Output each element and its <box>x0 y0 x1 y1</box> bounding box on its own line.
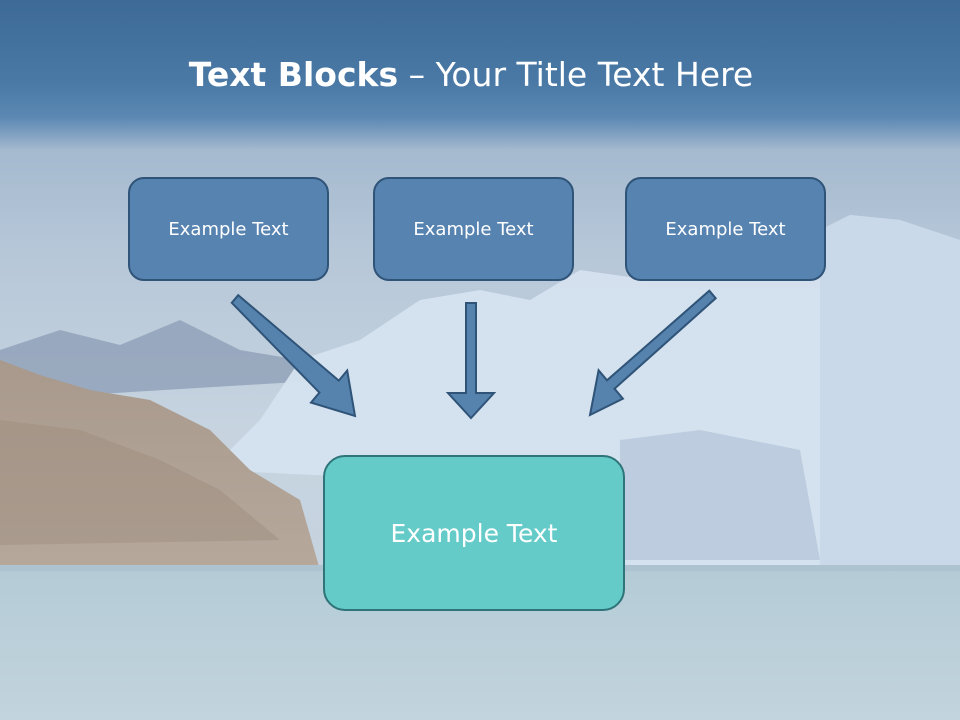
title-band <box>0 0 960 150</box>
title-rest-text: Your Title Text Here <box>435 55 754 94</box>
slide-title: Text Blocks – Your Title Text Here <box>0 52 942 98</box>
title-dash: – <box>398 55 436 94</box>
text-block-left-label: Example Text <box>168 218 289 240</box>
text-block-center[interactable]: Example Text <box>373 177 574 281</box>
text-block-left[interactable]: Example Text <box>128 177 329 281</box>
text-block-main-label: Example Text <box>390 518 558 548</box>
text-block-main[interactable]: Example Text <box>323 455 625 611</box>
text-block-right[interactable]: Example Text <box>625 177 826 281</box>
text-block-center-label: Example Text <box>413 218 534 240</box>
arrow-right-icon <box>588 289 718 417</box>
text-block-right-label: Example Text <box>665 218 786 240</box>
arrow-center-icon <box>445 302 497 420</box>
arrow-left-icon <box>230 293 357 418</box>
title-bold-text: Text Blocks <box>188 55 399 94</box>
